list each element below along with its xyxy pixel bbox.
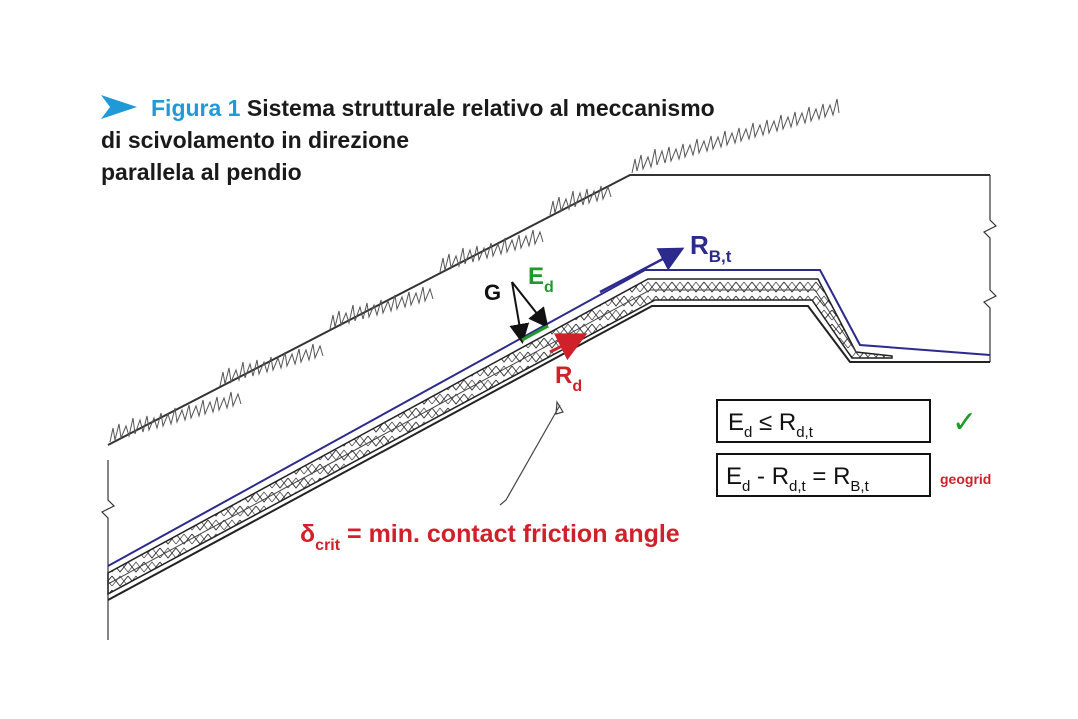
caption-line-2: di scivolamento in direzione xyxy=(101,127,410,153)
force-vectors xyxy=(499,247,685,506)
rbt-force-arrow xyxy=(599,247,685,294)
g-force-arrow xyxy=(509,281,530,344)
geocomposite-band xyxy=(107,278,893,596)
ed-force-arrow xyxy=(521,324,549,342)
check-icon: ✓ xyxy=(952,406,977,439)
rbt-label: RB,t xyxy=(690,230,732,266)
normal-force-arrow xyxy=(511,281,549,329)
equation-box-1: Ed ≤ Rd,t xyxy=(716,399,931,443)
caption-line-3: parallela al pendio xyxy=(101,159,302,185)
ground-surface xyxy=(107,98,990,446)
grass-texture xyxy=(109,391,242,443)
geogrid-label: geogrid xyxy=(940,471,991,487)
equation-box-2: Ed - Rd,t = RB,t xyxy=(716,453,931,497)
geogrid-line xyxy=(107,269,991,567)
delta-crit-label: δcrit = min. contact friction angle xyxy=(300,520,680,554)
section-break-lines xyxy=(100,175,998,640)
figure-caption: Figura 1 Sistema strutturale relativo al… xyxy=(101,92,715,188)
svg-text:Ed ≤ Rd,t: Ed ≤ Rd,t xyxy=(728,409,814,441)
rd-label: Rd xyxy=(555,362,582,395)
figure-label: Figura 1 xyxy=(151,95,241,121)
svg-text:Ed - Rd,t = RB,t: Ed - Rd,t = RB,t xyxy=(726,463,870,495)
delta-pointer-arrow xyxy=(499,404,561,506)
rd-force-arrow xyxy=(549,333,588,361)
subgrade-line xyxy=(107,305,990,601)
ed-label: Ed xyxy=(528,263,554,296)
arrow-bullet-icon xyxy=(101,95,137,119)
caption-line-1: Sistema strutturale relativo al meccanis… xyxy=(246,95,715,121)
liner-system xyxy=(107,269,991,601)
g-label: G xyxy=(484,280,501,305)
